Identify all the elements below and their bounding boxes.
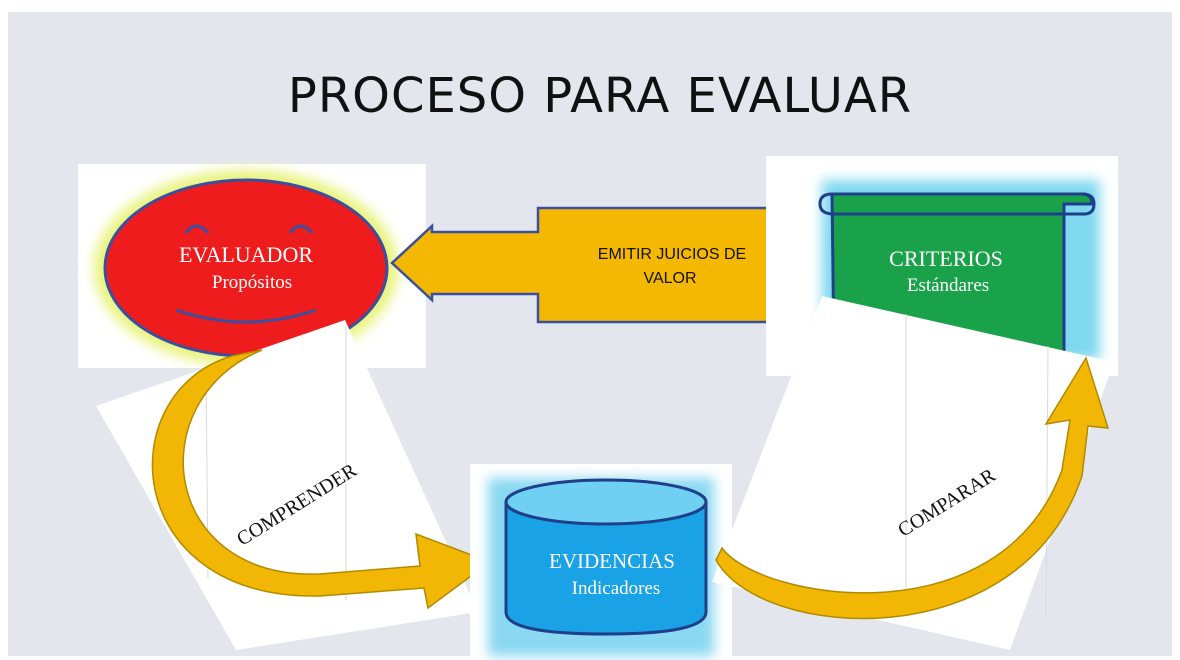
comprender-arrow: COMPRENDER (96, 320, 492, 650)
emitir-label-line2: VALOR (643, 270, 696, 287)
criterios-scroll-end-icon (1064, 192, 1096, 216)
slide-title: PROCESO PARA EVALUAR (287, 68, 913, 124)
evaluador-node: EVALUADOR Propósitos (78, 164, 426, 368)
evidencias-subtitle: Indicadores (572, 578, 661, 599)
comparar-curved-arrow (715, 356, 1110, 620)
comprender-curved-arrow (151, 349, 492, 610)
evidencias-node: EVIDENCIAS Indicadores (470, 464, 732, 656)
comparar-arrow: COMPARAR (712, 296, 1114, 650)
emitir-arrow: EMITIR JUICIOS DE VALOR (390, 206, 804, 324)
emitir-label-line1: EMITIR JUICIOS DE (598, 246, 746, 263)
evidencias-title: EVIDENCIAS (549, 549, 675, 573)
evaluador-title: EVALUADOR (179, 242, 313, 267)
comparar-frame-divider-2 (1045, 345, 1049, 621)
comprender-frame (96, 320, 478, 650)
criterios-scroll-curl-icon (818, 192, 1064, 216)
criterios-title: CRITERIOS (889, 246, 1003, 271)
evaluador-smile-icon (175, 308, 317, 324)
criterios-subtitle: Estándares (907, 275, 989, 296)
evidencias-cylinder-body (504, 502, 708, 636)
evaluador-eye-left-icon (184, 224, 210, 235)
evaluador-eye-right-icon (288, 224, 314, 235)
emitir-arrow-shape (390, 206, 804, 324)
evaluador-subtitle: Propósitos (212, 272, 292, 293)
evidencias-cylinder-top-icon (504, 478, 708, 526)
